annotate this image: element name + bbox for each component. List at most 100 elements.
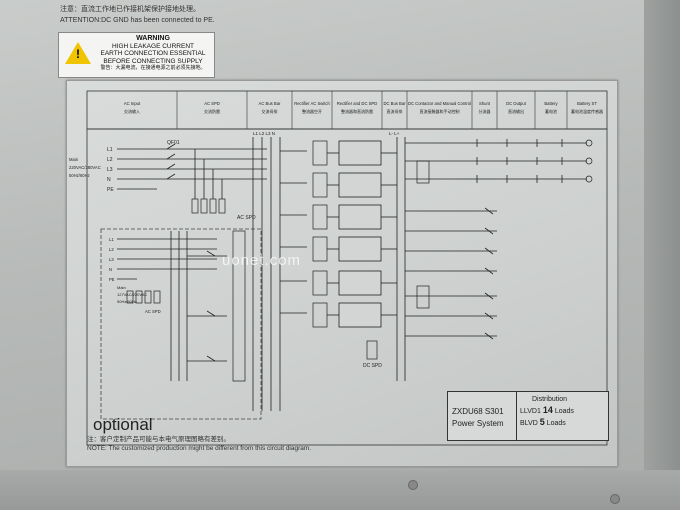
load-breaker — [484, 247, 494, 255]
breaker-contact — [166, 153, 176, 160]
header-label-zh: 交流母排 — [262, 108, 278, 114]
header-label-en: Battery — [544, 101, 558, 106]
optional-line-label: L3 — [109, 257, 114, 262]
header-label-en: Rectifier AC Switch — [294, 101, 330, 106]
contactor — [416, 160, 430, 184]
blvd-loads: Loads — [546, 420, 566, 427]
dc-spd-box — [366, 340, 378, 360]
rectifier-switch — [312, 236, 328, 262]
model-name: ZXDU68 S301 — [452, 407, 504, 416]
main-input-label: Main — [69, 157, 79, 162]
blvd-label: BLVD — [520, 420, 538, 427]
dc-spd-label: DC SPD — [363, 363, 382, 369]
top-note-zh: 注意：直流工作地已作接机架保护接地处理。 — [60, 6, 200, 13]
cabinet-bottom — [0, 470, 680, 510]
rectifier-box — [338, 302, 382, 328]
optional-spd-element — [126, 290, 134, 304]
spd-element — [191, 198, 199, 214]
optional-terminal-block — [232, 230, 246, 382]
llvd-loads: Loads — [554, 408, 574, 415]
optional-main-label: Main — [117, 285, 126, 290]
dc-bus-label: L- L+ — [389, 131, 400, 136]
rectifier-box — [338, 140, 382, 166]
llvd-label: LLVD1 — [520, 408, 541, 415]
breaker-contact — [166, 143, 176, 150]
load-breaker — [484, 227, 494, 235]
header-label-zh: 直流母排 — [387, 108, 403, 114]
battery-sensor — [585, 139, 593, 147]
rectifier-box — [338, 172, 382, 198]
header-label-en: DC Bus Bar — [383, 101, 406, 106]
cabinet-edge — [644, 0, 680, 510]
header-label-en: AC Bus Bar — [259, 101, 281, 106]
header-label-en: DC Output — [506, 101, 527, 106]
load-breaker — [484, 312, 494, 320]
spd-element — [218, 198, 226, 214]
line-label: N — [107, 177, 111, 183]
optional-line-label: N — [109, 267, 112, 272]
warning-line3: BEFORE CONNECTING SUPPLY — [103, 57, 203, 65]
llvd-row: LLVD1 14 Loads — [520, 405, 574, 417]
diagram-border — [86, 128, 608, 446]
header-label-en: AC Input — [124, 101, 141, 106]
blvd-row: BLVD 5 Loads — [520, 417, 574, 429]
rectifier-switch — [312, 302, 328, 328]
bus-label: L1 L2 L3 N — [253, 131, 275, 136]
warning-title: WARNING — [136, 35, 170, 42]
spd-element — [200, 198, 208, 214]
rectifier-switch — [312, 270, 328, 296]
optional-line-label: PE — [109, 277, 115, 282]
header-label-zh: 交流输入 — [124, 108, 140, 114]
system-name: Power System — [452, 419, 504, 428]
breaker-label: QF01 — [167, 140, 180, 146]
load-breaker — [484, 332, 494, 340]
optional-main-label: 127VAC/220VAC — [117, 292, 147, 297]
main-input-label: 220VAC/380VAC — [69, 165, 101, 170]
optional-region — [100, 228, 262, 420]
rectifier-switch — [312, 172, 328, 198]
header-label-zh: 整流器空开 — [302, 108, 322, 114]
optional-spd-element — [153, 290, 161, 304]
header-label-zh: 分流器 — [479, 108, 491, 114]
breaker-contact — [166, 173, 176, 180]
header-label-zh: 整流器和直流防雷 — [341, 108, 373, 114]
load-breaker — [484, 292, 494, 300]
top-note-en: ATTENTION:DC GND has been connected to P… — [60, 17, 215, 24]
header-label-zh: 蓄电池 — [545, 108, 557, 114]
optional-breaker — [206, 355, 216, 362]
spd-element — [209, 198, 217, 214]
load-breaker — [484, 267, 494, 275]
watermark: uonet.com — [222, 252, 302, 269]
optional-spd-element — [144, 290, 152, 304]
diagram-notes: 注：客户定制产品可能与本电气原理图略有差别。 NOTE: The customi… — [87, 435, 311, 453]
optional-breaker — [206, 310, 216, 317]
line-label: L1 — [107, 147, 113, 153]
rectifier-box — [338, 236, 382, 262]
rectifier-switch — [312, 204, 328, 230]
blvd-count: 5 — [539, 417, 545, 427]
header-label-zh: 直流输出 — [508, 108, 524, 114]
header-label-zh: 直流接触器和手动控制 — [420, 108, 460, 114]
optional-label: optional — [93, 415, 153, 434]
load-breaker — [484, 207, 494, 215]
optional-main-label: 50Hz/60Hz — [117, 299, 137, 304]
optional-spd-label: AC SPD — [145, 309, 161, 314]
header-label-en: Rectifier and DC SPD — [337, 101, 378, 106]
screw — [610, 494, 620, 504]
top-notes: 注意：直流工作地已作接机架保护接地处理。 ATTENTION:DC GND ha… — [60, 4, 215, 26]
rectifier-switch — [312, 140, 328, 166]
note-zh: 注：客户定制产品可能与本电气原理图略有差别。 — [87, 436, 230, 443]
line-label: L3 — [107, 167, 113, 173]
optional-line-label: L1 — [109, 237, 114, 242]
warning-triangle-icon: ! — [65, 42, 91, 64]
header-label-zh: 蓄电池温度传感器 — [571, 108, 603, 114]
optional-line-label: L2 — [109, 247, 114, 252]
model-info-box: ZXDU68 S301 Power System Distribution LL… — [447, 391, 609, 441]
contactor — [416, 285, 430, 309]
header-label-en: AC SPD — [204, 101, 220, 106]
line-label: PE — [107, 187, 114, 193]
main-input-label: 50Hz/60Hz — [69, 173, 90, 178]
header-label-en: Battery ST — [577, 101, 597, 106]
